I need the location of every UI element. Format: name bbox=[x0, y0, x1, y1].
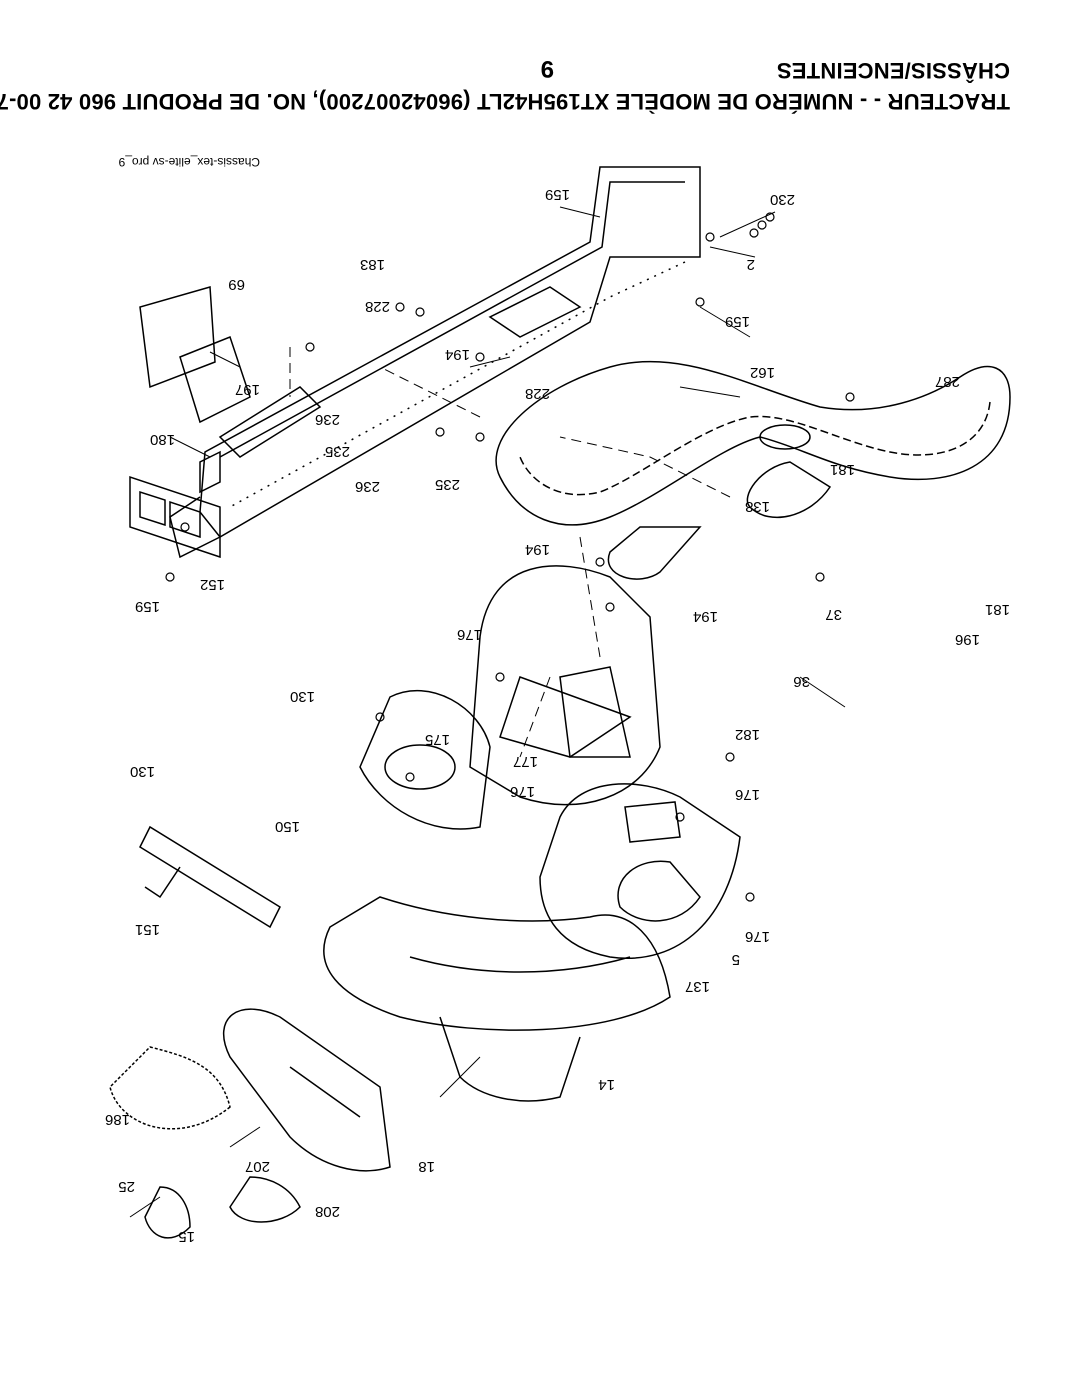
callout-18: 18 bbox=[418, 1158, 435, 1175]
callout-150: 150 bbox=[274, 818, 300, 835]
callout-137: 137 bbox=[684, 978, 710, 995]
callout-177: 177 bbox=[512, 753, 538, 770]
callout-194: 194 bbox=[692, 608, 718, 625]
callout-186: 186 bbox=[104, 1111, 130, 1128]
callout-230: 230 bbox=[769, 191, 795, 208]
dash-panel bbox=[539, 783, 741, 959]
callout-130: 130 bbox=[289, 688, 315, 705]
front-shroud bbox=[323, 896, 671, 1102]
callout-194: 194 bbox=[444, 346, 470, 363]
callout-leader-lines bbox=[129, 206, 846, 1218]
callout-159: 159 bbox=[544, 186, 570, 203]
headlight-lens bbox=[144, 1176, 301, 1239]
callout-151: 151 bbox=[134, 921, 160, 938]
callout-236: 236 bbox=[354, 478, 380, 495]
callout-175: 175 bbox=[424, 731, 450, 748]
callout-2: 2 bbox=[746, 256, 755, 273]
callout-228: 228 bbox=[524, 385, 550, 402]
hood-panel bbox=[469, 565, 661, 806]
callout-176: 176 bbox=[509, 783, 535, 800]
callout-159: 159 bbox=[134, 598, 160, 615]
callout-183: 183 bbox=[359, 256, 385, 273]
callout-152: 152 bbox=[199, 576, 225, 593]
callout-228: 228 bbox=[364, 298, 390, 315]
assembly-leader-lines bbox=[289, 347, 731, 758]
callout-181: 181 bbox=[984, 601, 1010, 618]
callout-181: 181 bbox=[829, 461, 855, 478]
callout-176: 176 bbox=[744, 928, 770, 945]
callout-15: 15 bbox=[178, 1228, 195, 1245]
callout-180: 180 bbox=[149, 431, 175, 448]
fender-seat-pan bbox=[495, 360, 1011, 580]
callout-197: 197 bbox=[234, 381, 260, 398]
callout-5: 5 bbox=[731, 951, 740, 968]
rear-hitch-plate bbox=[129, 475, 221, 559]
callout-236: 236 bbox=[314, 411, 340, 428]
callout-207: 207 bbox=[244, 1158, 270, 1175]
callout-182: 182 bbox=[734, 726, 760, 743]
grille bbox=[109, 1046, 231, 1130]
chassis-frame bbox=[169, 166, 701, 559]
steering-support bbox=[359, 676, 632, 830]
rear-bracket bbox=[139, 286, 221, 494]
callout-176: 176 bbox=[456, 626, 482, 643]
fastener-bolts bbox=[165, 212, 855, 902]
callout-14: 14 bbox=[598, 1076, 615, 1093]
callout-196: 196 bbox=[954, 631, 980, 648]
callout-208: 208 bbox=[314, 1203, 340, 1220]
callout-194: 194 bbox=[524, 541, 550, 558]
callout-36: 36 bbox=[793, 673, 810, 690]
callout-235: 235 bbox=[324, 443, 350, 460]
callout-25: 25 bbox=[118, 1178, 135, 1195]
callout-130: 130 bbox=[129, 763, 155, 780]
callout-176: 176 bbox=[734, 786, 760, 803]
footrest-bracket bbox=[139, 825, 281, 929]
callout-235: 235 bbox=[434, 476, 460, 493]
callout-159: 159 bbox=[724, 313, 750, 330]
callout-162: 162 bbox=[749, 364, 775, 381]
callout-138: 138 bbox=[744, 498, 770, 515]
front-bumper bbox=[223, 1008, 391, 1172]
callout-37: 37 bbox=[825, 606, 842, 623]
callout-287: 287 bbox=[934, 373, 960, 390]
callout-69: 69 bbox=[228, 276, 245, 293]
